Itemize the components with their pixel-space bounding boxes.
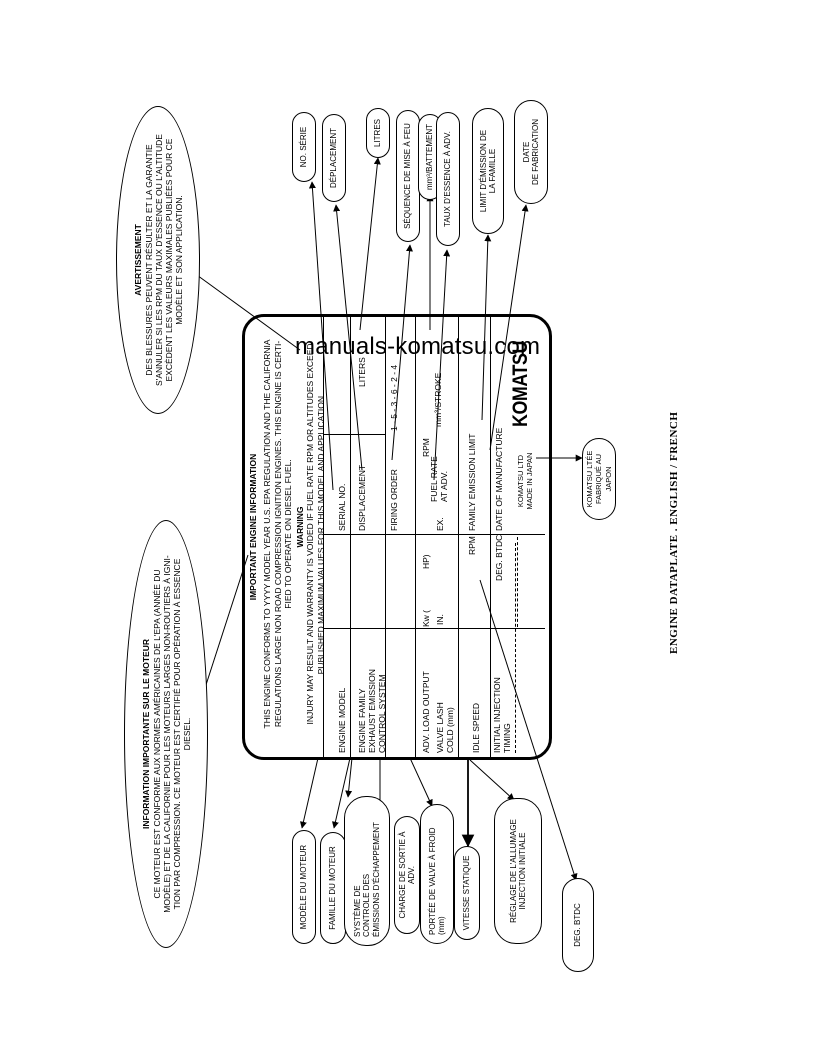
leader-displacement xyxy=(333,204,363,471)
callout-taux: TAUX D'ESSENCE À ADV. xyxy=(436,112,460,246)
leader-init-timing xyxy=(469,759,515,801)
plate-warning-title: WARNING xyxy=(295,506,305,548)
leader-engine-family xyxy=(331,757,351,829)
callout-sequence: SÉQUENCE DE MISE À FEU xyxy=(396,110,420,242)
callout-portee: PORTÉE DE VALVE À FROID(mm) xyxy=(420,804,454,944)
information-oval: INFORMATION IMPORTANTE SUR LE MOTEUR CE … xyxy=(124,520,208,948)
leader-firing-order xyxy=(391,244,413,461)
plate-header-title: IMPORTANT ENGINE INFORMATION xyxy=(248,453,258,601)
watermark: manuals-komatsu.com xyxy=(295,333,541,360)
plate-engine-model: ENGINE MODEL xyxy=(337,687,347,753)
callout-litres: LITRES xyxy=(366,108,390,158)
plate-header-line-2: REGULATIONS LARGE NON ROAD COMPRESSION I… xyxy=(272,340,283,728)
leader-serial-no xyxy=(308,181,334,491)
information-title: INFORMATION IMPORTANTE SUR LE MOTEUR xyxy=(140,639,151,829)
plate-engine-family: ENGINE FAMILY xyxy=(357,688,367,753)
plate-blank-line-2 xyxy=(517,537,518,627)
plate-liters: LITERS xyxy=(357,357,367,387)
callout-charge: CHARGE DE SORTIE À ADV. xyxy=(394,816,420,934)
plate-firing-value: 1 - 5 - 3 - 6 - 2 - 4 xyxy=(389,364,399,431)
callout-deg-btdc: DEG. BTDC xyxy=(562,878,594,972)
plate-idle-speed: IDLE SPEED xyxy=(471,702,481,753)
plate-hp: HP) xyxy=(421,554,431,569)
plate-displacement: DISPLACEMENT xyxy=(357,464,367,531)
avertissement-title: AVERTISSEMENT xyxy=(132,224,143,296)
leader-engine-model xyxy=(299,757,319,829)
leader-warning xyxy=(189,269,301,351)
plate-header-line-1: THIS ENGINE CONFORMS TO YYYY MODEL YEAR … xyxy=(262,339,272,729)
plate-deg-btdc: DEG. BTDC xyxy=(494,534,504,581)
plate-serial-no: SERIAL NO. xyxy=(337,483,347,531)
leader-family-limit xyxy=(481,234,492,421)
plate-rpm-2: RPM xyxy=(467,536,477,555)
callout-deplacement: DÉPLACEMENT xyxy=(322,114,346,202)
leader-date-mfr xyxy=(489,204,529,451)
avertissement-oval: AVERTISSEMENT DES BLESSURES PEUVENT RÉSU… xyxy=(116,106,200,414)
plate-mm-stroke: mm³/STROKE xyxy=(433,372,443,427)
callout-modele: MODÈLE DU MOTEUR xyxy=(292,830,316,944)
figure-caption: ENGINE DATAPLATE . ENGLISH / FRENCH xyxy=(668,411,680,654)
plate-ex: EX. xyxy=(435,517,445,531)
plate-kw: Kw ( xyxy=(421,610,431,627)
plate-adv-load: ADV. LOAD OUTPUT xyxy=(421,671,431,753)
callout-famille: FAMILLE DU MOTEUR xyxy=(320,832,346,944)
plate-blank-line xyxy=(515,543,516,753)
leader-deg-btdc xyxy=(479,579,578,881)
leader-valve-lash xyxy=(409,757,433,807)
plate-date-mfr: DATE OF MANUFACTURE xyxy=(494,427,504,531)
callout-no-serie: NO. SÉRIE xyxy=(292,112,316,182)
plate-header-line-3: FIED TO OPERATE ON DIESEL FUEL. xyxy=(283,459,293,609)
callout-vitesse: VITESSE STATIQUE xyxy=(454,846,480,940)
plate-family-limit: FAMILY EMISSION LIMIT xyxy=(467,433,477,531)
plate-warning-line-1: INJURY MAY RESULT AND WARRANTY IS VOIDED… xyxy=(305,343,315,725)
plate-rpm: RPM xyxy=(421,438,431,457)
leader-fuel-rate xyxy=(433,249,451,481)
leader-liters xyxy=(359,157,381,331)
leader-exhaust xyxy=(345,757,353,798)
plate-in: IN. xyxy=(435,614,445,625)
plate-firing-order: FIRING ORDER xyxy=(389,469,399,531)
engine-dataplate: IMPORTANT ENGINE INFORMATION THIS ENGINE… xyxy=(242,314,552,760)
